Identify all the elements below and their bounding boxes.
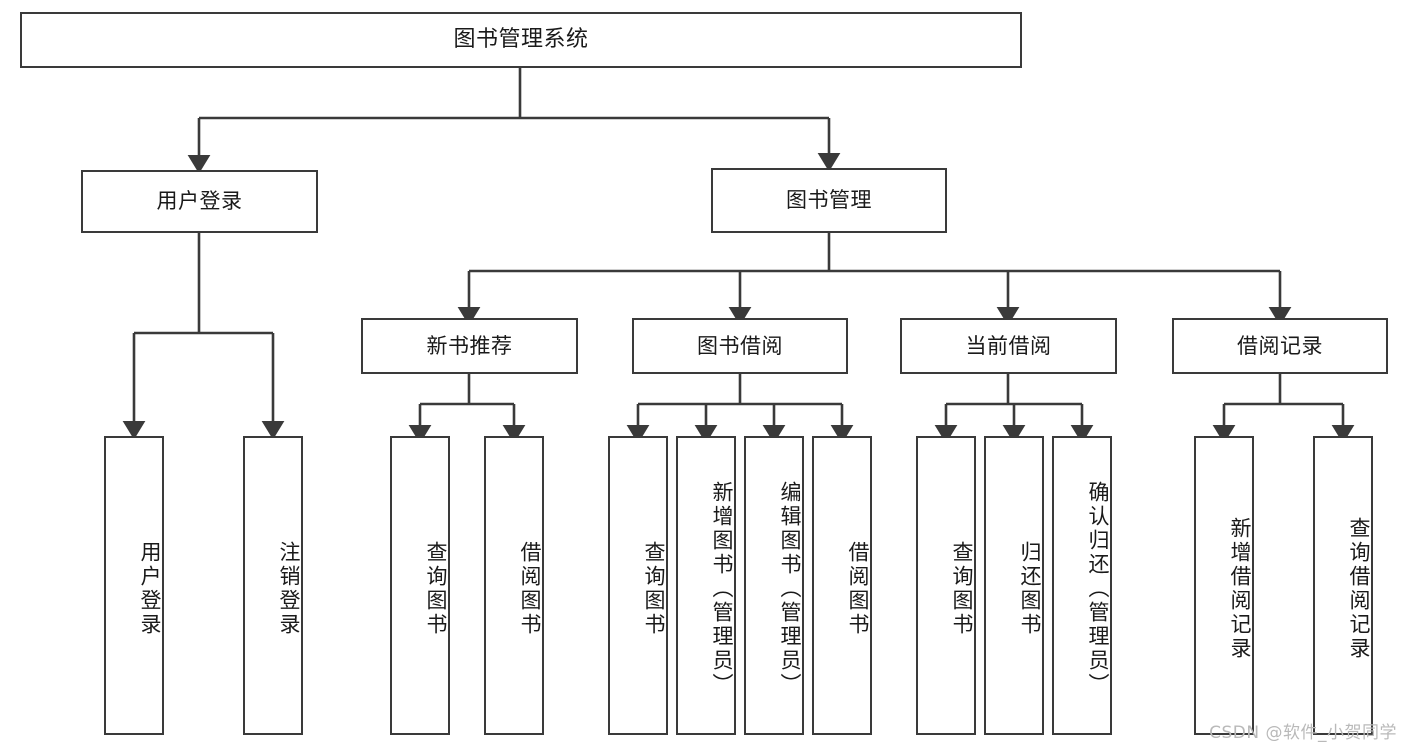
node-new-book-rec-label: 新书推荐 bbox=[426, 333, 513, 358]
node-leaf-query-record[interactable]: 查询借阅记录 bbox=[1313, 436, 1373, 735]
node-book-mgmt-label: 图书管理 bbox=[786, 188, 872, 213]
node-user-login-label: 用户登录 bbox=[156, 189, 243, 214]
node-new-book-rec[interactable]: 新书推荐 bbox=[361, 318, 578, 374]
node-leaf-query-book-b[interactable]: 查询图书 bbox=[608, 436, 668, 735]
node-leaf-add-record-label: 新增借阅记录 bbox=[1228, 516, 1252, 661]
node-leaf-borrow-book-a[interactable]: 借阅图书 bbox=[484, 436, 544, 735]
node-root-label: 图书管理系统 bbox=[453, 27, 589, 53]
node-current-borrow[interactable]: 当前借阅 bbox=[900, 318, 1117, 374]
node-leaf-borrow-book-a-label: 借阅图书 bbox=[518, 540, 542, 637]
node-book-borrow-label: 图书借阅 bbox=[697, 333, 783, 358]
node-leaf-return-book-label: 归还图书 bbox=[1018, 540, 1042, 637]
node-current-borrow-label: 当前借阅 bbox=[965, 333, 1052, 358]
node-borrow-record-label: 借阅记录 bbox=[1237, 333, 1323, 358]
node-leaf-edit-book[interactable]: 编辑图书（管理员） bbox=[744, 436, 804, 735]
node-book-borrow[interactable]: 图书借阅 bbox=[632, 318, 848, 374]
node-leaf-query-book-b-label: 查询图书 bbox=[642, 540, 666, 637]
node-leaf-borrow-book-b[interactable]: 借阅图书 bbox=[812, 436, 872, 735]
node-borrow-record[interactable]: 借阅记录 bbox=[1172, 318, 1388, 374]
node-leaf-logout-label: 注销登录 bbox=[277, 540, 301, 637]
node-root[interactable]: 图书管理系统 bbox=[20, 12, 1022, 68]
node-leaf-return-book[interactable]: 归还图书 bbox=[984, 436, 1044, 735]
node-leaf-user-login[interactable]: 用户登录 bbox=[104, 436, 164, 735]
node-leaf-query-record-label: 查询借阅记录 bbox=[1347, 516, 1371, 661]
node-book-mgmt[interactable]: 图书管理 bbox=[711, 168, 947, 233]
node-leaf-query-book-c-label: 查询图书 bbox=[950, 540, 974, 637]
node-leaf-query-book-a-label: 查询图书 bbox=[424, 540, 448, 637]
node-leaf-add-book-label: 新增图书（管理员） bbox=[710, 480, 734, 697]
node-leaf-user-login-label: 用户登录 bbox=[138, 540, 162, 637]
node-leaf-logout[interactable]: 注销登录 bbox=[243, 436, 303, 735]
csdn-watermark: CSDN @软件_小贺同学 bbox=[1209, 723, 1397, 743]
node-leaf-confirm-return-label: 确认归还（管理员） bbox=[1086, 480, 1110, 697]
node-leaf-query-book-c[interactable]: 查询图书 bbox=[916, 436, 976, 735]
node-leaf-add-record[interactable]: 新增借阅记录 bbox=[1194, 436, 1254, 735]
node-leaf-borrow-book-b-label: 借阅图书 bbox=[846, 540, 870, 637]
node-leaf-confirm-return[interactable]: 确认归还（管理员） bbox=[1052, 436, 1112, 735]
node-user-login[interactable]: 用户登录 bbox=[81, 170, 318, 233]
node-leaf-edit-book-label: 编辑图书（管理员） bbox=[778, 480, 802, 697]
node-leaf-query-book-a[interactable]: 查询图书 bbox=[390, 436, 450, 735]
node-leaf-add-book[interactable]: 新增图书（管理员） bbox=[676, 436, 736, 735]
